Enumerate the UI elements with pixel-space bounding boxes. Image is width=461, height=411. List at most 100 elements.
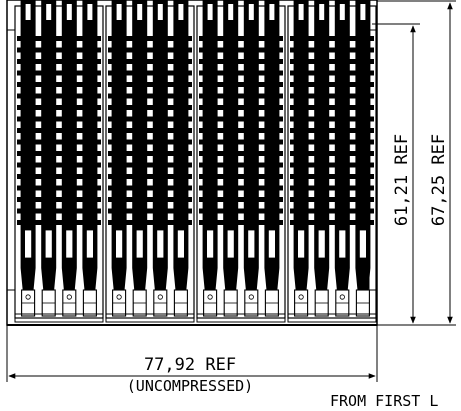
pad-marker (25, 294, 31, 300)
strip-window (338, 229, 347, 259)
module-band (17, 70, 101, 76)
pad-marker (207, 294, 213, 300)
strip-window (267, 229, 276, 259)
module-band (199, 162, 283, 168)
module-band (290, 174, 374, 179)
contact-strip (293, 0, 309, 268)
module-band (290, 151, 374, 156)
outer-height-dimension-label: 67,25 REF (429, 134, 449, 226)
module-band (108, 139, 192, 145)
inner-height-dimension-label: 61,21 REF (392, 134, 412, 226)
module-band (199, 82, 283, 87)
strip-slot (269, 4, 275, 20)
module-band (17, 93, 101, 99)
module-band (290, 139, 374, 145)
module-band (17, 36, 101, 41)
module-band (290, 36, 374, 41)
contact-strip (111, 0, 127, 268)
strip-window (86, 229, 94, 259)
strip-window (176, 229, 185, 259)
contact-strip (264, 0, 280, 268)
strip-slot (207, 4, 213, 20)
contact-strip (132, 0, 148, 268)
strip-window (358, 229, 367, 259)
strip-window (226, 229, 235, 259)
module-band (199, 36, 283, 41)
module-band (290, 47, 374, 53)
module-band (290, 116, 374, 122)
contact-strip (41, 0, 57, 268)
contact-strip (152, 0, 168, 268)
contact-modules (6, 0, 378, 323)
contact-strip (20, 0, 36, 268)
module-band (199, 105, 283, 110)
strip-slot (66, 4, 72, 20)
module-band (290, 197, 374, 202)
strip-slot (298, 4, 304, 20)
module-frame (105, 5, 195, 319)
module-base (14, 313, 104, 323)
contact-strip (223, 0, 239, 268)
strip-slot (360, 4, 366, 20)
module-frame (287, 5, 377, 319)
contact-module (14, 0, 104, 323)
module-band (108, 59, 192, 64)
contact-strip (61, 0, 77, 268)
strip-window (297, 229, 306, 259)
strip-slot (137, 4, 143, 20)
module-band (108, 70, 192, 76)
module-band (199, 116, 283, 122)
strip-slot (116, 4, 122, 20)
pad-marker (157, 294, 163, 300)
pad-marker (116, 294, 122, 300)
pad-marker (66, 294, 72, 300)
module-band (290, 162, 374, 168)
module-band (108, 47, 192, 53)
module-band (199, 93, 283, 99)
module-band (108, 93, 192, 99)
module-band (108, 36, 192, 41)
module-band (17, 174, 101, 179)
strip-window (317, 229, 326, 259)
module-band (199, 185, 283, 191)
pad-marker (248, 294, 254, 300)
module-band (108, 128, 192, 133)
strip-slot (339, 4, 345, 20)
module-band (17, 151, 101, 156)
strip-window (135, 229, 144, 259)
module-band (17, 197, 101, 202)
module-band (290, 93, 374, 99)
module-band (108, 151, 192, 156)
strip-window (156, 229, 165, 259)
module-base (105, 313, 195, 323)
strip-slot (87, 4, 93, 20)
strip-slot (319, 4, 325, 20)
module-band (199, 139, 283, 145)
module-band (17, 128, 101, 133)
contact-strip (355, 0, 371, 268)
module-base (196, 313, 286, 323)
module-band (17, 116, 101, 122)
contact-strip (82, 0, 98, 268)
module-band (199, 197, 283, 202)
module-band (199, 70, 283, 76)
module-band (290, 185, 374, 191)
module-band (108, 220, 192, 225)
strip-window (44, 229, 53, 259)
module-band (199, 59, 283, 64)
left-rail (6, 29, 16, 291)
module-band (108, 82, 192, 87)
contact-module (105, 0, 195, 323)
module-band (17, 185, 101, 191)
contact-strip (334, 0, 350, 268)
module-band (199, 128, 283, 133)
right-rail (368, 29, 378, 291)
module-band (199, 151, 283, 156)
strip-slot (248, 4, 254, 20)
strip-window (24, 229, 33, 259)
module-base (287, 313, 377, 323)
module-band (108, 197, 192, 202)
strip-slot (228, 4, 234, 20)
